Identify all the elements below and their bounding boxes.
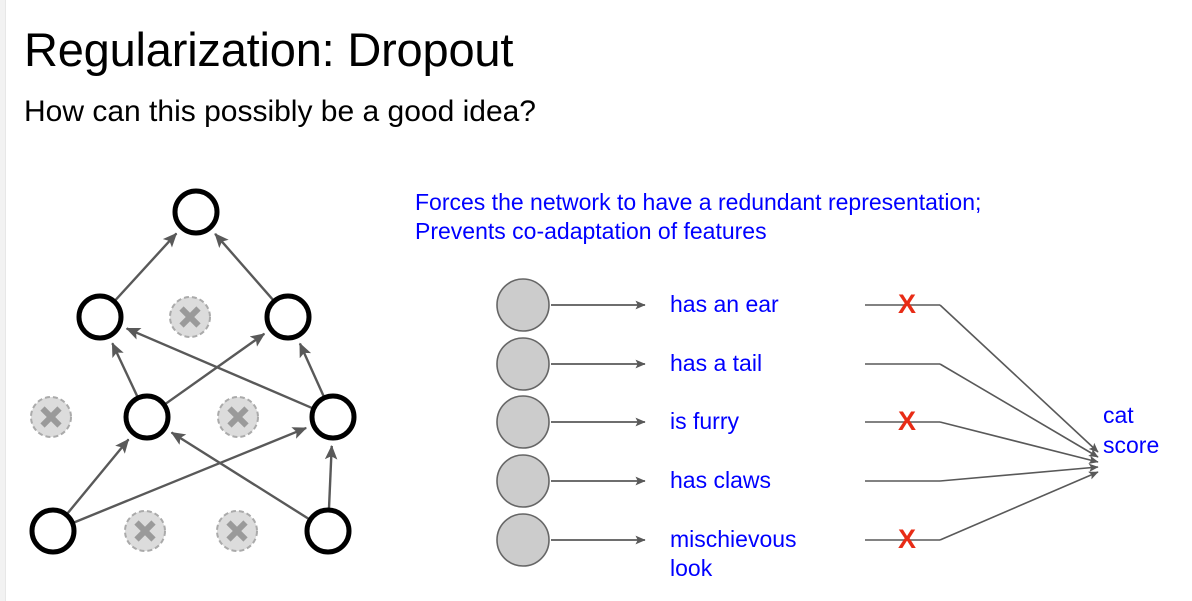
feature-neuron-circles	[496, 278, 550, 567]
dropout-x-icon	[40, 406, 62, 428]
network-node-active	[123, 393, 171, 441]
network-edge	[111, 342, 139, 397]
feature-neuron-circle	[496, 337, 550, 391]
feature-label-line-1: has claws	[670, 467, 771, 493]
feature-score-connection	[939, 363, 1099, 458]
network-node-active	[76, 293, 124, 341]
page-title: Regularization: Dropout	[24, 23, 514, 76]
feature-label: has claws	[670, 466, 771, 495]
feature-neuron-circle	[496, 513, 550, 567]
feature-label-line-1: mischievous	[670, 526, 797, 552]
feature-output-connections	[865, 304, 1099, 541]
network-edge	[73, 426, 308, 524]
score-label: cat score	[1103, 400, 1159, 460]
dropout-x-mark: X	[898, 289, 917, 319]
explanation-line-2: Prevents co-adaptation of features	[415, 218, 767, 244]
network-nodes	[29, 188, 357, 555]
network-node-active	[29, 507, 77, 555]
network-edge	[214, 233, 274, 301]
feature-label-line-1: has an ear	[670, 291, 779, 317]
feature-score-connection	[939, 421, 1099, 464]
dropout-x-icon	[134, 520, 156, 542]
feature-label: is furry	[670, 407, 739, 436]
network-edge	[125, 327, 313, 410]
network-edge	[66, 438, 130, 515]
feature-panel: has an ear has a tail is furry has claws mis…	[470, 262, 1190, 592]
dropout-x-mark: X	[898, 524, 917, 554]
network-edge	[170, 431, 310, 520]
feature-input-arrows	[551, 300, 646, 545]
explanation-line-1: Forces the network to have a redundant r…	[415, 189, 982, 215]
score-line-2: score	[1103, 432, 1160, 458]
feature-score-connection	[939, 463, 1099, 482]
dropout-x-mark: X	[898, 406, 917, 436]
network-edge	[165, 332, 266, 405]
feature-label: mischievous look	[670, 525, 797, 583]
feature-label-line-2: look	[670, 555, 713, 581]
feature-neuron-circle	[496, 454, 550, 508]
network-svg	[29, 188, 357, 555]
left-edge-strip	[0, 0, 6, 601]
dropout-x-icon	[179, 306, 201, 328]
network-edge	[298, 342, 325, 397]
dropout-x-icon	[226, 520, 248, 542]
network-node-active	[309, 393, 357, 441]
network-diagram	[0, 160, 400, 590]
network-edge	[324, 445, 338, 509]
feature-neuron-circle	[496, 395, 550, 449]
network-node-active	[304, 507, 352, 555]
feature-svg	[496, 278, 1099, 567]
network-node-active	[172, 188, 220, 236]
network-node-active	[264, 293, 312, 341]
network-edge	[114, 232, 178, 301]
feature-label-line-1: is furry	[670, 408, 739, 434]
network-edges	[66, 232, 338, 524]
explanation-text: Forces the network to have a redundant r…	[415, 188, 981, 246]
page-subtitle: How can this possibly be a good idea?	[24, 95, 536, 128]
feature-score-connection	[939, 304, 1099, 453]
feature-score-connection	[939, 471, 1099, 541]
feature-label: has a tail	[670, 349, 762, 378]
feature-label-line-1: has a tail	[670, 350, 763, 376]
dropout-x-icon	[227, 406, 249, 428]
score-line-1: cat	[1103, 402, 1134, 428]
feature-label: has an ear	[670, 290, 779, 319]
feature-neuron-circle	[496, 278, 550, 332]
